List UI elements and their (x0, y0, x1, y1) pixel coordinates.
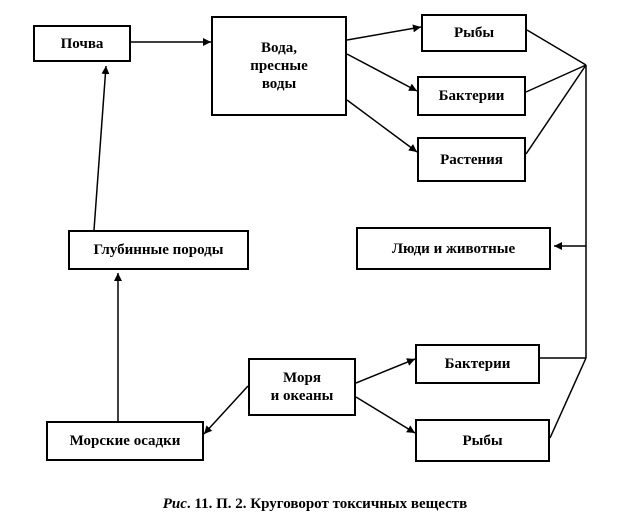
node-bakterii-top: Бактерии (417, 76, 526, 116)
node-pochva: Почва (33, 25, 131, 62)
node-bakterii-bottom: Бактерии (415, 344, 540, 384)
caption-text: . 11. П. 2. Круговорот токсичных веществ (186, 496, 468, 512)
node-rasteniya: Растения (417, 137, 526, 182)
edge-ryby-hub (526, 29, 587, 66)
node-osadki: Морские осадки (46, 421, 204, 461)
edge-voda-ryby (346, 24, 422, 41)
edge-bakterii-hub (525, 64, 587, 93)
caption-prefix: Рис (162, 496, 187, 512)
node-morya: Моря и океаны (248, 358, 356, 416)
node-glubinnye: Глубинные породы (68, 230, 249, 270)
edge-glubinnye-pochva (93, 65, 110, 231)
edge-morya-osadki (203, 385, 249, 435)
edge-ryby2-hub (549, 357, 587, 439)
node-lyudi: Люди и животные (356, 227, 551, 270)
figure-caption: Рис. 11. П. 2. Круговорот токсичных веще… (0, 496, 630, 513)
node-ryby-top: Рыбы (421, 14, 527, 52)
edge-morya-ryby (355, 396, 416, 434)
node-voda: Вода, пресные воды (211, 16, 347, 116)
edge-voda-bakterii (346, 53, 418, 92)
edge-voda-rasteniya (346, 99, 418, 153)
edge-rasteniya-hub (525, 64, 587, 155)
edge-morya-bakterii (355, 358, 416, 384)
node-ryby-bottom: Рыбы (415, 419, 550, 462)
